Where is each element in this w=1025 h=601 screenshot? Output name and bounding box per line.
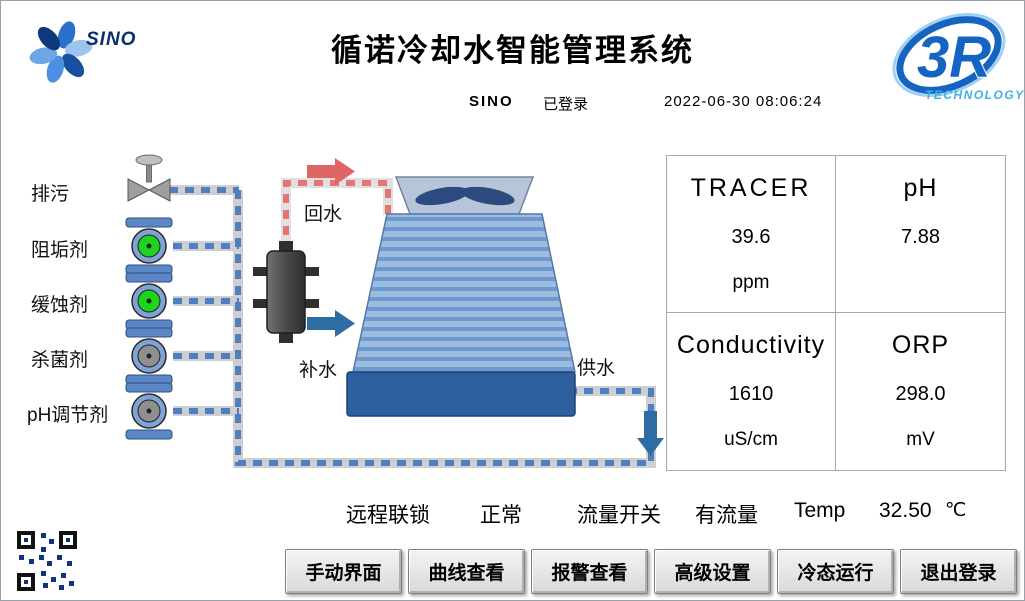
label-scale-inhibitor: 阻垢剂 [31,240,89,261]
temp-value: 32.50 [879,499,932,522]
interlock-label: 远程联锁 [346,504,430,527]
label-corrosion-inhibitor: 缓蚀剂 [31,295,89,316]
label-supply-water: 供水 [577,358,616,379]
temp-label: Temp [794,499,846,522]
button-advanced-settings[interactable]: 高级设置 [654,549,771,594]
label-biocide: 杀菌剂 [31,350,89,371]
button-manual-screen[interactable]: 手动界面 [285,549,402,594]
logged-in-user: SINO [469,93,514,110]
reading-name: Conductivity [676,331,826,359]
heat-exchanger [253,241,319,343]
qr-code [15,529,79,593]
pump-corrosion-inhibitor [125,272,173,330]
sino-pinwheel-icon [29,21,93,83]
flow-switch-label: 流量开关 [577,504,661,527]
reading-ph: pH 7.88 [836,156,1005,313]
reading-value: 39.6 [731,226,771,248]
button-logout[interactable]: 退出登录 [900,549,1017,594]
3r-swoosh-icon [896,16,1002,94]
label-return-water: 回水 [304,204,343,225]
button-bar: 手动界面 曲线查看 报警查看 高级设置 冷态运行 退出登录 [285,549,1017,594]
temp-unit: ℃ [945,500,967,521]
blowdown-valve-icon [127,154,171,202]
3r-swoosh-outer-icon [892,13,1006,97]
fan-blade-left-icon [415,186,469,206]
reading-value: 7.88 [901,226,940,248]
cooling-tower-body [352,213,576,373]
reading-unit: mV [906,429,935,450]
reading-name: ORP [891,331,950,359]
button-cold-run[interactable]: 冷态运行 [777,549,894,594]
3r-logo: 3R TECHNOLOGY [892,13,1025,102]
reading-unit: uS/cm [724,429,778,450]
label-ph-regulator: pH调节剂 [27,405,109,426]
reading-value: 1610 [728,383,774,405]
return-flow-arrow-icon [307,158,355,185]
supply-flow-arrow-icon [637,411,664,456]
3r-logo-text: 3R [917,25,991,90]
3r-logo-subtext: TECHNOLOGY [925,88,1025,102]
button-curve-view[interactable]: 曲线查看 [408,549,525,594]
reading-name: pH [903,174,938,202]
reading-tracer: TRACER 39.6 ppm [667,156,836,313]
readings-panel: TRACER 39.6 ppm pH 7.88 Conductivity 161… [666,155,1006,471]
reading-orp: ORP 298.0 mV [836,313,1005,470]
reading-name: TRACER [690,174,812,202]
reading-unit: ppm [732,272,770,293]
pump-biocide [125,327,173,385]
makeup-flow-arrow-icon [307,310,355,337]
label-blowdown: 排污 [31,184,70,205]
interlock-value: 正常 [480,504,522,527]
pump-ph-regulator [125,382,173,440]
flow-switch-value: 有流量 [695,504,758,527]
sino-logo-text: SINO [86,29,136,50]
sino-logo: SINO [29,21,136,83]
label-makeup-water: 补水 [299,360,338,381]
reading-value: 298.0 [895,383,946,405]
fan-blade-right-icon [461,186,515,206]
button-alarm-view[interactable]: 报警查看 [531,549,648,594]
page-title: 循诺冷却水智能管理系统 [331,33,694,68]
reading-conductivity: Conductivity 1610 uS/cm [667,313,836,470]
pump-scale-inhibitor [125,217,173,275]
water-pipe-dashed [169,187,654,466]
cooling-tower-basin [346,371,576,417]
login-status: 已登录 [543,96,589,113]
datetime: 2022-06-30 08:06:24 [664,93,823,110]
